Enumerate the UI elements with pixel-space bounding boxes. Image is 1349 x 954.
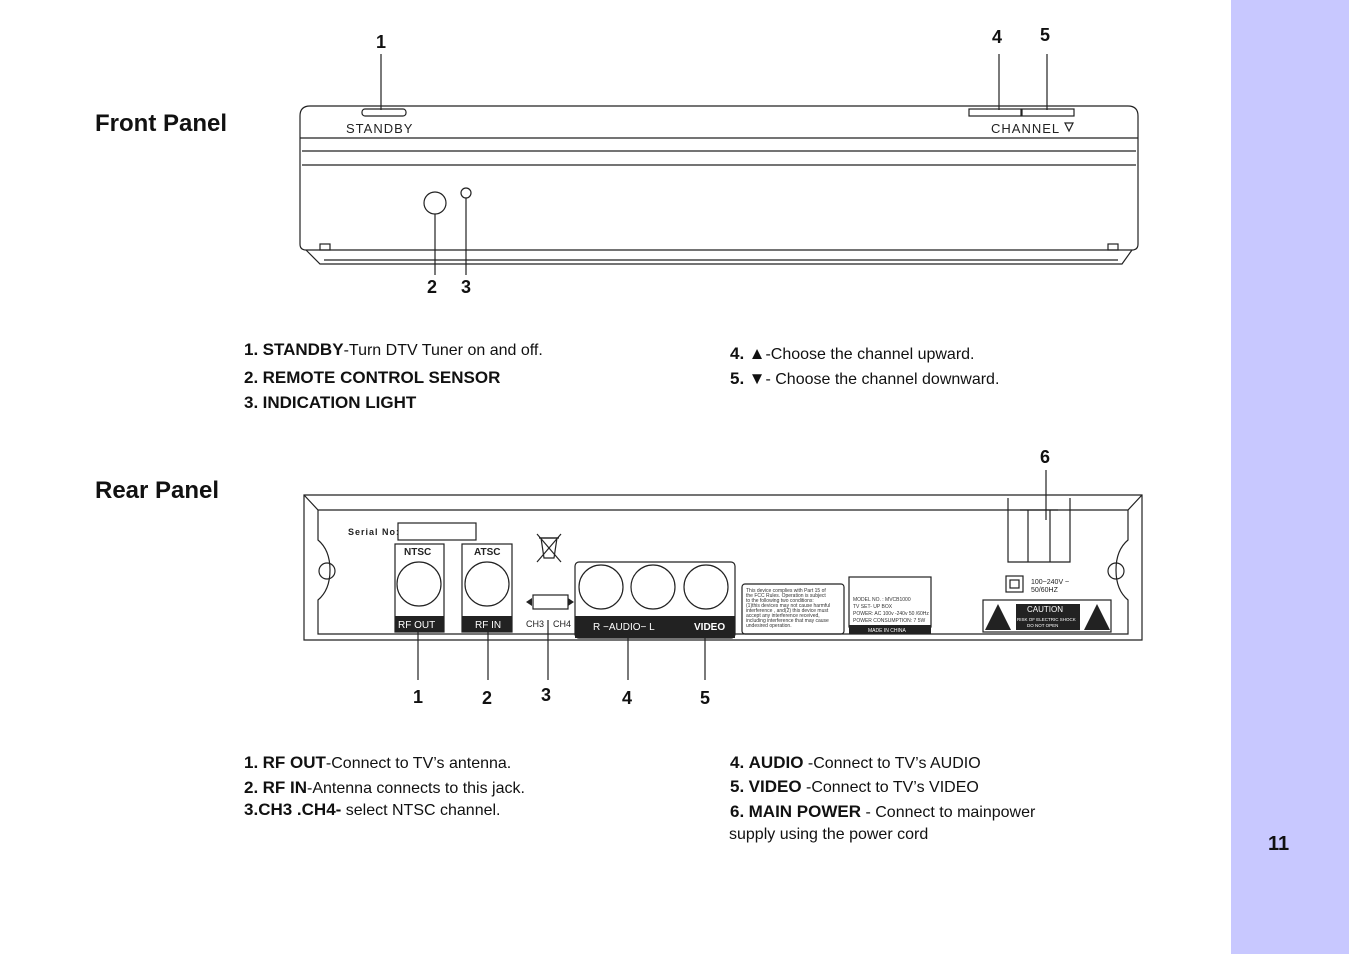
rear-item-6: 6. MAIN POWER - Connect to mainpower	[730, 802, 1036, 821]
atsc-label: ATSC	[474, 547, 500, 558]
warning-triangle-icon	[985, 604, 1011, 630]
svg-text:DO NOT OPEN: DO NOT OPEN	[1027, 623, 1058, 628]
front-callout-1: 1	[376, 32, 387, 52]
svg-text:the FCC Rules. Operation is su: the FCC Rules. Operation is subject	[746, 593, 826, 599]
voltage-line-2: 50/60HZ	[1031, 587, 1059, 594]
rear-panel-title: Rear Panel	[95, 477, 220, 504]
front-callout-4: 4	[992, 27, 1003, 47]
svg-text:MODEL NO. : MVCB1000: MODEL NO. : MVCB1000	[853, 597, 911, 603]
ch3-label: CH3	[526, 619, 544, 629]
rear-callout-3: 3	[541, 685, 552, 705]
svg-text:POWER CONSUMPTION: 7 5W: POWER CONSUMPTION: 7 5W	[853, 618, 926, 624]
svg-text:including interference that m: including interference that may cause	[746, 618, 829, 624]
front-item-1: 1. STANDBY-Turn DTV Tuner on and off.	[244, 340, 543, 359]
voltage-line-1: 100~240V ~	[1031, 579, 1069, 586]
rear-callout-5: 5	[700, 688, 711, 708]
video-label: VIDEO	[694, 622, 725, 633]
svg-text:RISK OF ELECTRIC SHOCK: RISK OF ELECTRIC SHOCK	[1017, 617, 1076, 622]
svg-text:TV SET- UP BOX: TV SET- UP BOX	[853, 604, 893, 610]
rear-item-1: 1. RF OUT-Connect to TV’s antenna.	[244, 753, 512, 772]
triangle-up-icon: ▲	[748, 344, 766, 363]
warning-exclamation-icon	[1084, 604, 1110, 630]
svg-text:interference , and(2) this dev: interference , and(2) this device must	[746, 608, 829, 614]
svg-text:This device complies with Part: This device complies with Part 15 of	[746, 588, 826, 594]
ch4-label: CH4	[553, 619, 571, 629]
page-sidebar	[1231, 0, 1349, 954]
front-item-2: 2. REMOTE CONTROL SENSOR	[244, 368, 501, 387]
front-callout-3: 3	[461, 277, 472, 297]
triangle-down-icon: ▼	[748, 369, 766, 388]
audio-label: R −AUDIO− L	[593, 622, 655, 633]
made-in-label: MADE IN CHINA	[868, 628, 906, 634]
rear-item-3: 3.CH3 .CH4- select NTSC channel.	[244, 800, 501, 819]
rear-panel-diagram: Serial No: NTSC ATSC RF OUT RF IN CH3 CH…	[303, 470, 1143, 680]
channel-label: CHANNEL	[991, 121, 1060, 136]
rf-out-label: RF OUT	[398, 620, 435, 631]
caution-label: CAUTION	[1027, 605, 1063, 614]
rf-in-label: RF IN	[475, 620, 501, 631]
rear-callout-2: 2	[482, 688, 493, 708]
svg-text:to the following two condition: to the following two conditions:	[746, 598, 814, 604]
page-number: 11	[1268, 833, 1290, 855]
rear-callout-1: 1	[413, 687, 424, 707]
rear-callout-4: 4	[622, 688, 633, 708]
serial-label: Serial No:	[348, 527, 400, 537]
front-callout-5: 5	[1040, 25, 1051, 45]
front-panel-diagram: STANDBY CHANNEL	[299, 54, 1139, 275]
rear-callout-6: 6	[1040, 447, 1051, 467]
ntsc-label: NTSC	[404, 547, 431, 558]
svg-text:POWER: AC 100v -240v 50 /60Hz: POWER: AC 100v -240v 50 /60Hz	[853, 611, 929, 617]
svg-text:undesired operation.: undesired operation.	[746, 623, 792, 629]
rear-item-5: 5. VIDEO -Connect to TV’s VIDEO	[730, 777, 979, 796]
svg-text:(1)this devices may not cause: (1)this devices may not cause harmful	[746, 603, 830, 609]
rear-item-4: 4. AUDIO -Connect to TV’s AUDIO	[730, 753, 981, 772]
svg-text:accept any interference receiv: accept any interference received,	[746, 613, 820, 619]
front-item-4: 4. ▲-Choose the channel upward.	[730, 344, 975, 363]
rear-item-2: 2. RF IN-Antenna connects to this jack.	[244, 778, 525, 797]
recycle-bin-icon	[536, 533, 562, 563]
front-callout-2: 2	[427, 277, 438, 297]
rear-item-6-continued: supply using the power cord	[729, 826, 929, 843]
front-item-3: 3. INDICATION LIGHT	[244, 393, 417, 412]
front-item-5: 5. ▼- Choose the channel downward.	[730, 369, 1000, 388]
standby-label: STANDBY	[346, 121, 413, 136]
front-panel-title: Front Panel	[95, 110, 228, 137]
